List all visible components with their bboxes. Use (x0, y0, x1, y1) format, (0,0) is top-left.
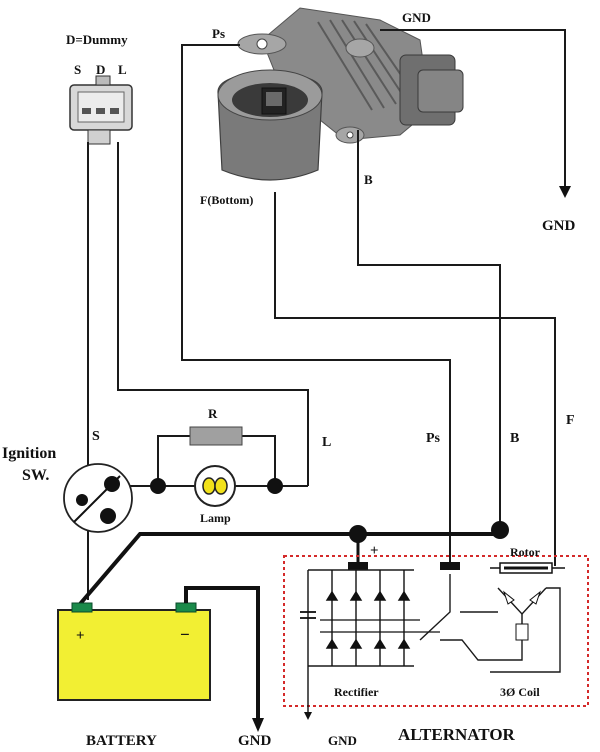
label-b-top: B (364, 172, 373, 187)
label-pin-s: S (74, 62, 81, 77)
pin-s (82, 108, 91, 114)
rotor-coil (419, 562, 565, 673)
label-lamp: Lamp (200, 511, 231, 525)
label-battery-plus: + (76, 628, 85, 644)
label-rotor: Rotor (510, 545, 541, 559)
label-switch-s: S (92, 429, 100, 444)
label-f-bottom: F(Bottom) (200, 193, 253, 207)
label-b-alt: B (510, 431, 519, 446)
label-battery: BATTERY (86, 733, 157, 749)
battery-positive-terminal (71, 602, 93, 613)
label-gnd-alt: GND (328, 733, 357, 748)
label-alternator: ALTERNATOR (398, 725, 516, 744)
label-battery-minus: − (180, 625, 190, 644)
wire-ps (181, 44, 451, 566)
wire-b (357, 130, 501, 526)
wire-f (274, 192, 556, 566)
wire-l (117, 142, 309, 486)
label-rectifier: Rectifier (334, 685, 379, 699)
label-ps-top: Ps (212, 26, 225, 41)
label-l: L (322, 435, 331, 450)
label-coil: 3Ø Coil (500, 685, 540, 699)
pin-l (110, 108, 119, 114)
label-ignition: Ignition (2, 445, 56, 462)
label-plus-rectifier: + (370, 543, 379, 559)
wire-battery-positive (78, 532, 500, 606)
label-ignition-sw: SW. (22, 467, 49, 484)
label-gnd-right: GND (542, 218, 576, 234)
alternator-box (283, 555, 589, 707)
rectifier-bridge (300, 562, 460, 667)
sdl-connector (69, 75, 133, 145)
voltage-regulator (217, 7, 464, 181)
resistor (189, 426, 243, 446)
battery-negative-terminal (175, 602, 197, 613)
label-ps-alt: Ps (426, 431, 441, 446)
label-gnd-battery: GND (238, 733, 272, 749)
battery (57, 602, 211, 701)
ignition-switch (63, 463, 133, 533)
wire-battery-negative (184, 586, 260, 722)
wire-gnd-top (380, 29, 566, 188)
label-gnd-top: GND (402, 10, 431, 25)
label-pin-l: L (118, 62, 127, 77)
label-dummy: D=Dummy (66, 32, 128, 47)
pin-d (96, 108, 105, 114)
label-f-alt: F (566, 413, 575, 428)
lamp-circuit (120, 426, 308, 507)
label-pin-d: D (96, 62, 105, 77)
label-r: R (208, 406, 218, 421)
